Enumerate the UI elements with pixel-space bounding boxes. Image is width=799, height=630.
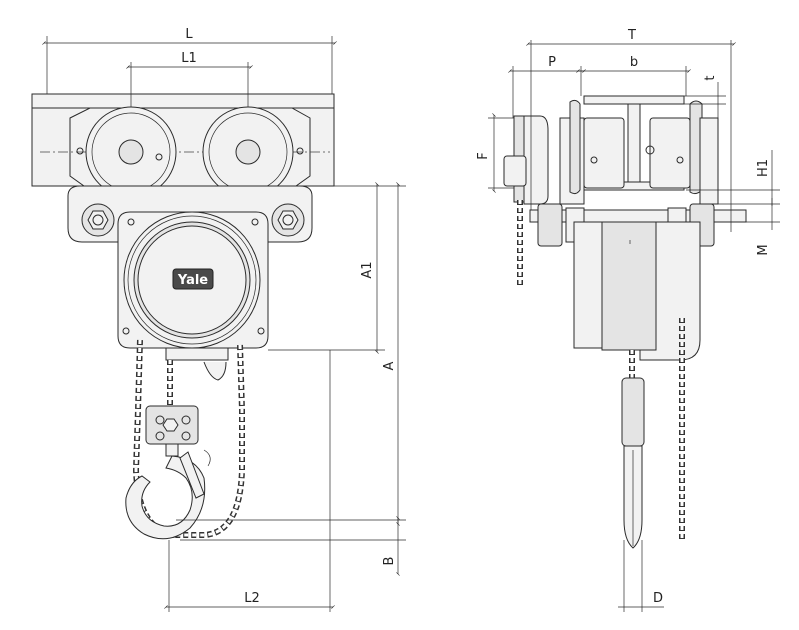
dimension-A: A xyxy=(176,182,406,526)
dimension-F: F xyxy=(476,113,514,193)
hook-latch xyxy=(179,451,205,499)
dim-label-D: D xyxy=(653,591,663,606)
trolley-wheel-right xyxy=(202,106,294,198)
dimension-t: t xyxy=(684,75,726,118)
bottom-block xyxy=(145,405,199,457)
dim-label-L: L xyxy=(185,27,193,42)
dimension-T: T xyxy=(526,28,736,232)
dimension-A1: A1 xyxy=(268,182,406,354)
dim-label-B: B xyxy=(382,557,397,566)
hex-nut-right xyxy=(271,203,305,237)
side-plate-right xyxy=(699,117,719,205)
dim-label-F: F xyxy=(476,152,491,159)
dim-label-T: T xyxy=(627,28,636,43)
dim-label-A: A xyxy=(382,361,397,370)
side-bottom-block xyxy=(621,377,645,447)
dimension-H1: H1 xyxy=(686,150,780,206)
dimension-L: L xyxy=(42,27,337,94)
front-view: Yale L xyxy=(31,27,406,612)
dim-label-L1: L1 xyxy=(181,51,197,66)
dimension-L1: L1 xyxy=(126,51,253,107)
wheel-right-side xyxy=(649,117,691,189)
dimension-B: B xyxy=(180,516,406,576)
dim-label-M: M xyxy=(756,244,771,255)
dimension-D: D xyxy=(618,540,664,612)
dimension-M: M xyxy=(718,198,780,256)
dim-label-t: t xyxy=(703,75,718,80)
side-view: T P b t F xyxy=(476,28,780,612)
dimension-b: b xyxy=(576,55,691,96)
hex-nut-left xyxy=(81,203,115,237)
dim-label-H1: H1 xyxy=(756,159,771,177)
dim-label-P: P xyxy=(548,55,556,70)
wheel-left-side xyxy=(583,117,625,189)
dim-label-A1: A1 xyxy=(360,261,375,278)
dimension-L2: L2 xyxy=(164,350,335,612)
svg-text:Yale: Yale xyxy=(177,273,208,288)
brand-logo: Yale xyxy=(172,268,214,290)
dim-label-b: b xyxy=(630,55,638,70)
chain-anchor xyxy=(203,361,227,381)
hand-wheel-guard xyxy=(523,115,549,205)
load-hook xyxy=(125,455,206,540)
dim-label-L2: L2 xyxy=(244,591,260,606)
trolley-wheel-left xyxy=(85,106,177,198)
beam-section xyxy=(583,95,685,191)
